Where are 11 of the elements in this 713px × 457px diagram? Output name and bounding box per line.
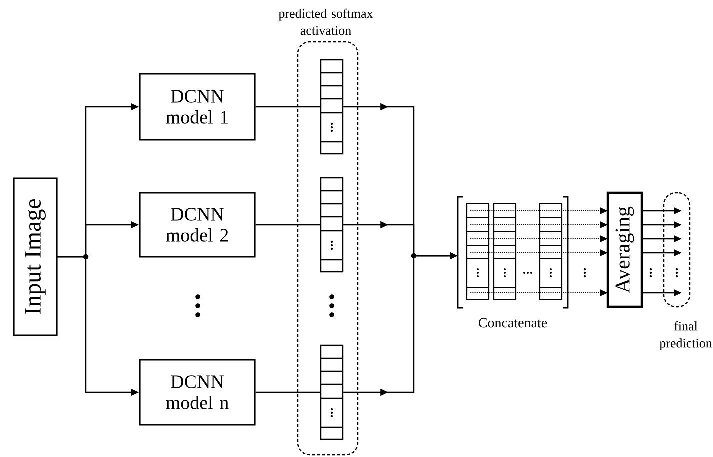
vector-drawing	[320, 177, 344, 273]
input-box: Input Image	[13, 178, 58, 336]
averaging-box: Averaging	[606, 192, 644, 308]
group-label: Concatenate	[479, 318, 548, 328]
model-box: DCNN model n	[139, 359, 256, 426]
vector-drawing	[320, 344, 344, 440]
group-heading: final prediction	[660, 322, 712, 350]
vector-drawing	[320, 59, 344, 155]
group-heading: predicted softmax activation	[278, 8, 374, 36]
model-box: DCNN model 2	[139, 192, 256, 258]
model-box: DCNN model 1	[139, 73, 256, 141]
